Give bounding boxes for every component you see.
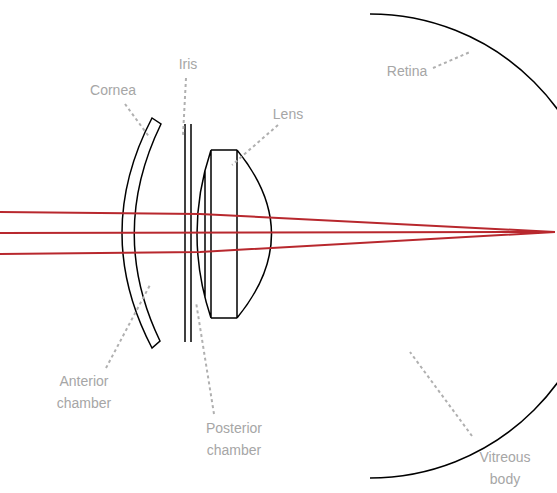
part-label: Posterior chamber: [198, 417, 270, 461]
part-label: Retina: [377, 60, 437, 82]
part-label: Iris: [163, 53, 213, 75]
light-rays: [0, 212, 555, 254]
part-label: Anterior chamber: [49, 370, 119, 414]
part-label: Cornea: [78, 79, 148, 101]
lens-shape: [197, 150, 272, 318]
leader-lines: [106, 52, 472, 436]
part-label: Vitreous body: [472, 446, 538, 490]
retina-arc: [370, 14, 557, 478]
part-label: Lens: [263, 103, 313, 125]
